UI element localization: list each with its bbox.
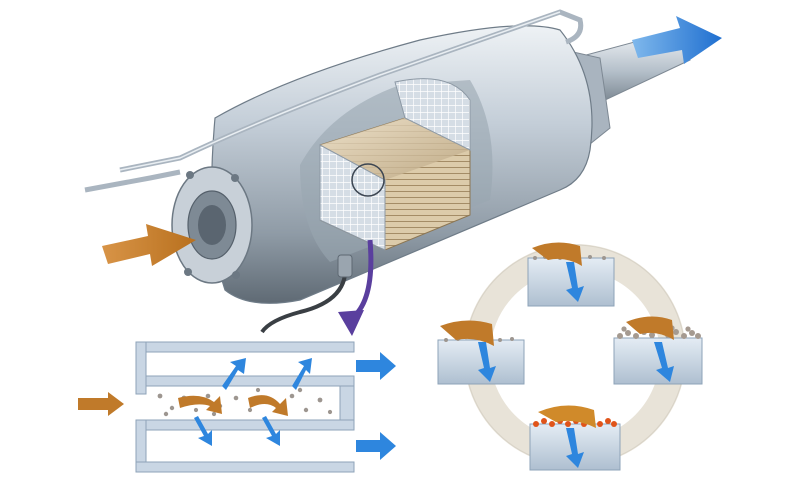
cycle-stage-bottom: [529, 405, 621, 471]
blue-arrow-icon: [222, 358, 246, 390]
channel-wall-bottom: [135, 461, 355, 473]
blue-arrow-icon: [356, 432, 396, 460]
channel-plug: [339, 385, 355, 421]
blue-arrow-icon: [478, 342, 496, 382]
blue-arrow-icon: [356, 352, 396, 380]
cycle-stage-right: [613, 316, 703, 385]
orange-arrow-icon: [248, 395, 288, 416]
flange-bolt: [186, 171, 194, 179]
channel-wall-top: [135, 341, 355, 353]
dpf-canister: [84, 9, 691, 334]
channel-plug: [135, 341, 147, 395]
magnifier-circle-icon: [351, 163, 385, 197]
blue-arrow-icon: [262, 416, 280, 446]
channel-wall: [145, 375, 355, 387]
channel-cross-section: [78, 341, 396, 473]
pressure-line-lower: [84, 169, 181, 193]
sensor-cable: [260, 261, 348, 334]
filter-mesh-front: [319, 144, 386, 251]
regeneration-cycle: [437, 242, 703, 471]
orange-arrow-icon: [78, 392, 124, 416]
inlet-bore: [198, 205, 226, 245]
blue-arrow-icon: [194, 416, 212, 446]
zoom-arrowhead: [338, 310, 364, 336]
temperature-sensor: [337, 254, 353, 278]
blue-arrow-icon: [566, 428, 584, 468]
flange-bolt: [231, 174, 239, 182]
cycle-stage-left: [437, 320, 525, 385]
blue-arrow-icon: [654, 342, 674, 382]
orange-arrow-icon: [178, 395, 222, 414]
blue-arrow-icon: [566, 262, 584, 302]
orange-arrow-icon: [626, 316, 674, 340]
orange-arrow-icon: [532, 242, 582, 266]
cycle-stage-top: [527, 242, 615, 307]
blue-arrow-icon: [632, 16, 722, 64]
filter-core-top: [320, 118, 470, 180]
pressure-line-highlight: [119, 11, 561, 171]
channel-wall: [145, 419, 355, 431]
orange-arrow-icon: [440, 320, 494, 346]
blue-arrow-icon: [292, 358, 312, 390]
flange-bolt: [232, 271, 240, 279]
filter-mesh-rear: [394, 78, 471, 151]
orange-arrow-icon: [102, 224, 196, 266]
orange-arrow-icon: [538, 405, 596, 428]
flange-bolt: [184, 268, 192, 276]
